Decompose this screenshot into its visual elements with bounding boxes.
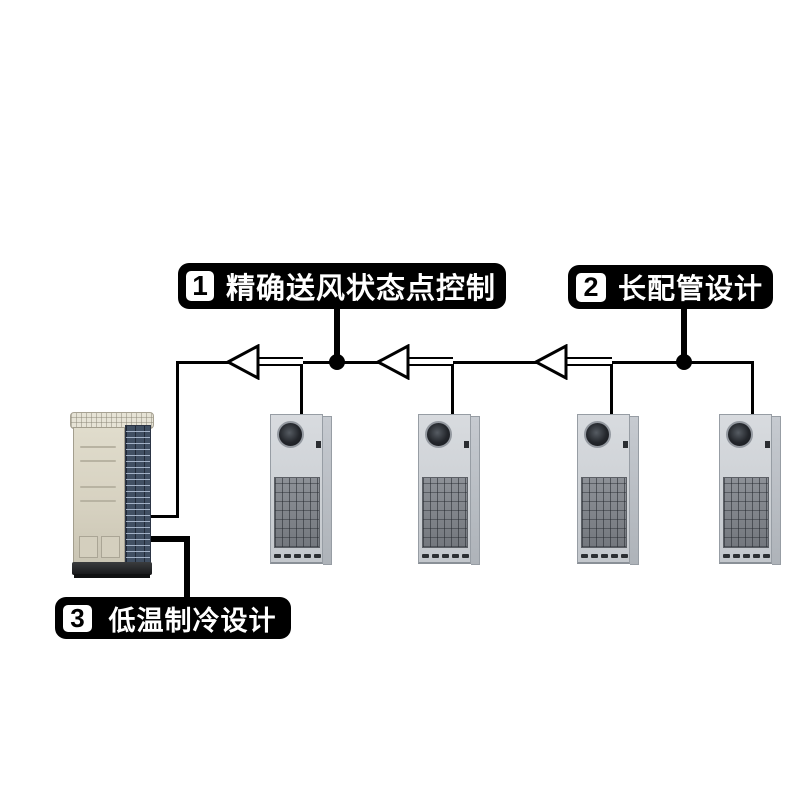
fan-grille-icon xyxy=(584,421,611,448)
double-pipe-segment-3 xyxy=(564,357,612,366)
pipe-branch-2 xyxy=(451,361,454,417)
outdoor-feet xyxy=(74,574,150,578)
junction-dot xyxy=(676,354,692,370)
bottom-vents xyxy=(581,553,628,559)
callout-3-label: 低温制冷设计 xyxy=(108,605,277,636)
callout-3-number: 3 xyxy=(59,600,96,636)
indoor-front-panel xyxy=(418,414,471,564)
junction-dot xyxy=(329,354,345,370)
callout-3: 3 低温制冷设计 xyxy=(55,597,291,639)
indoor-side-panel xyxy=(630,416,639,565)
indoor-unit-3 xyxy=(577,414,639,567)
pipe-outdoor-stub xyxy=(150,515,179,518)
outdoor-access-panel xyxy=(79,536,98,558)
flow-arrow-icon xyxy=(534,344,568,380)
outdoor-fan-guard xyxy=(70,412,154,429)
fan-grille-icon xyxy=(277,421,304,448)
pipe-branch-3 xyxy=(610,361,613,417)
coil-grille xyxy=(581,477,627,548)
outdoor-unit xyxy=(70,412,154,578)
double-pipe-segment-1 xyxy=(255,357,303,366)
indoor-side-panel xyxy=(471,416,480,565)
callout-2: 2 长配管设计 xyxy=(568,265,773,309)
callout-2-number: 2 xyxy=(572,268,610,306)
outdoor-front-panel xyxy=(73,427,125,563)
indoor-unit-2 xyxy=(418,414,480,567)
callout-1: 1 精确送风状态点控制 xyxy=(178,263,506,309)
callout-1-number: 1 xyxy=(182,267,218,305)
callout-1-connector xyxy=(334,306,340,364)
indoor-front-panel xyxy=(719,414,772,564)
bottom-vents xyxy=(274,553,321,559)
indoor-unit-1 xyxy=(270,414,332,567)
indoor-side-panel xyxy=(323,416,332,565)
fan-grille-icon xyxy=(425,421,452,448)
outdoor-base xyxy=(72,562,152,575)
callout-3-connector-h xyxy=(121,536,190,542)
pipe-branch-1 xyxy=(300,361,303,417)
coil-grille xyxy=(274,477,320,548)
bottom-vents xyxy=(422,553,469,559)
pipe-left-vertical xyxy=(176,361,179,518)
callout-1-label: 精确送风状态点控制 xyxy=(225,273,496,305)
unit-indicator xyxy=(464,441,469,448)
pipe-main-horizontal xyxy=(178,361,754,364)
bottom-vents xyxy=(723,553,770,559)
unit-indicator xyxy=(765,441,770,448)
coil-grille xyxy=(422,477,468,548)
outdoor-access-panel xyxy=(101,536,120,558)
fan-grille-icon xyxy=(726,421,753,448)
coil-grille xyxy=(723,477,769,548)
callout-2-label: 长配管设计 xyxy=(617,273,763,304)
callout-3-connector-v xyxy=(184,536,190,598)
indoor-side-panel xyxy=(772,416,781,565)
outdoor-side-grille xyxy=(125,425,151,565)
indoor-front-panel xyxy=(577,414,630,564)
indoor-front-panel xyxy=(270,414,323,564)
callout-2-connector xyxy=(681,306,687,364)
unit-indicator xyxy=(623,441,628,448)
flow-arrow-icon xyxy=(376,344,410,380)
flow-arrow-icon xyxy=(226,344,260,380)
pipe-branch-4 xyxy=(751,361,754,417)
indoor-unit-4 xyxy=(719,414,781,567)
double-pipe-segment-2 xyxy=(405,357,453,366)
unit-indicator xyxy=(316,441,321,448)
